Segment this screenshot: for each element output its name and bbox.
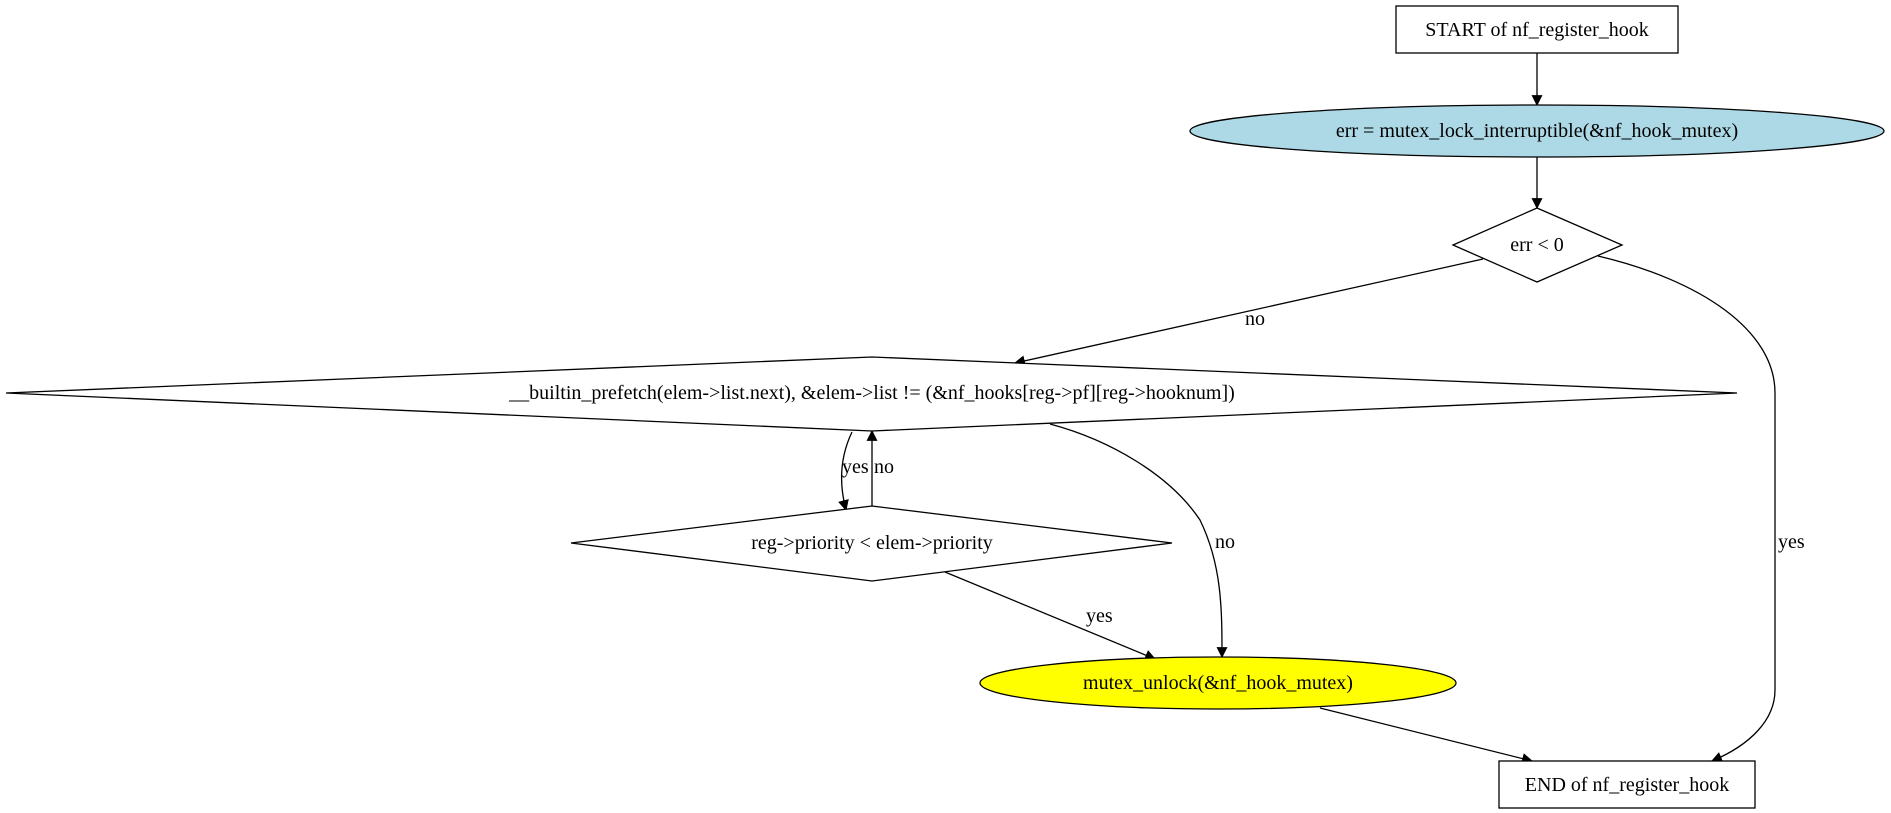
edge-label-priority-no: no <box>874 456 894 478</box>
edge-unlock-to-end <box>1319 707 1534 764</box>
mutex-unlock-node: mutex_unlock(&nf_hook_mutex) <box>979 656 1457 710</box>
edge-loop-yes <box>838 431 853 512</box>
mutex-lock-node-label: err = mutex_lock_interruptible(&nf_hook_… <box>1336 120 1738 142</box>
err-check-node-label: err < 0 <box>1510 234 1563 256</box>
edge-check-yes <box>1597 255 1776 763</box>
err-check-node: err < 0 <box>1451 207 1624 283</box>
edge-label-loop-no: no <box>1215 531 1235 553</box>
edge-label-priority-yes: yes <box>1086 605 1113 627</box>
nodes: START of nf_register_hook err = mutex_lo… <box>5 5 1885 809</box>
edge-priority-yes <box>944 571 1157 661</box>
end-node: END of nf_register_hook <box>1498 760 1756 809</box>
edge-loop-no <box>1049 423 1228 659</box>
loop-condition-node-label: __builtin_prefetch(elem->list.next), &el… <box>508 382 1235 404</box>
end-node-label: END of nf_register_hook <box>1525 774 1729 796</box>
start-node: START of nf_register_hook <box>1395 5 1679 54</box>
edges: no yes yes no no yes <box>838 53 1805 764</box>
edge-label-check-yes: yes <box>1778 531 1805 553</box>
mutex-lock-node: err = mutex_lock_interruptible(&nf_hook_… <box>1189 104 1885 158</box>
loop-condition-node: __builtin_prefetch(elem->list.next), &el… <box>5 356 1738 432</box>
priority-check-node: reg->priority < elem->priority <box>570 505 1173 582</box>
start-node-label: START of nf_register_hook <box>1425 19 1648 41</box>
edge-label-check-no: no <box>1245 308 1265 330</box>
edge-label-loop-yes: yes <box>842 456 869 478</box>
mutex-unlock-node-label: mutex_unlock(&nf_hook_mutex) <box>1083 672 1353 694</box>
priority-check-node-label: reg->priority < elem->priority <box>751 532 993 554</box>
edge-check-no <box>1013 258 1484 367</box>
